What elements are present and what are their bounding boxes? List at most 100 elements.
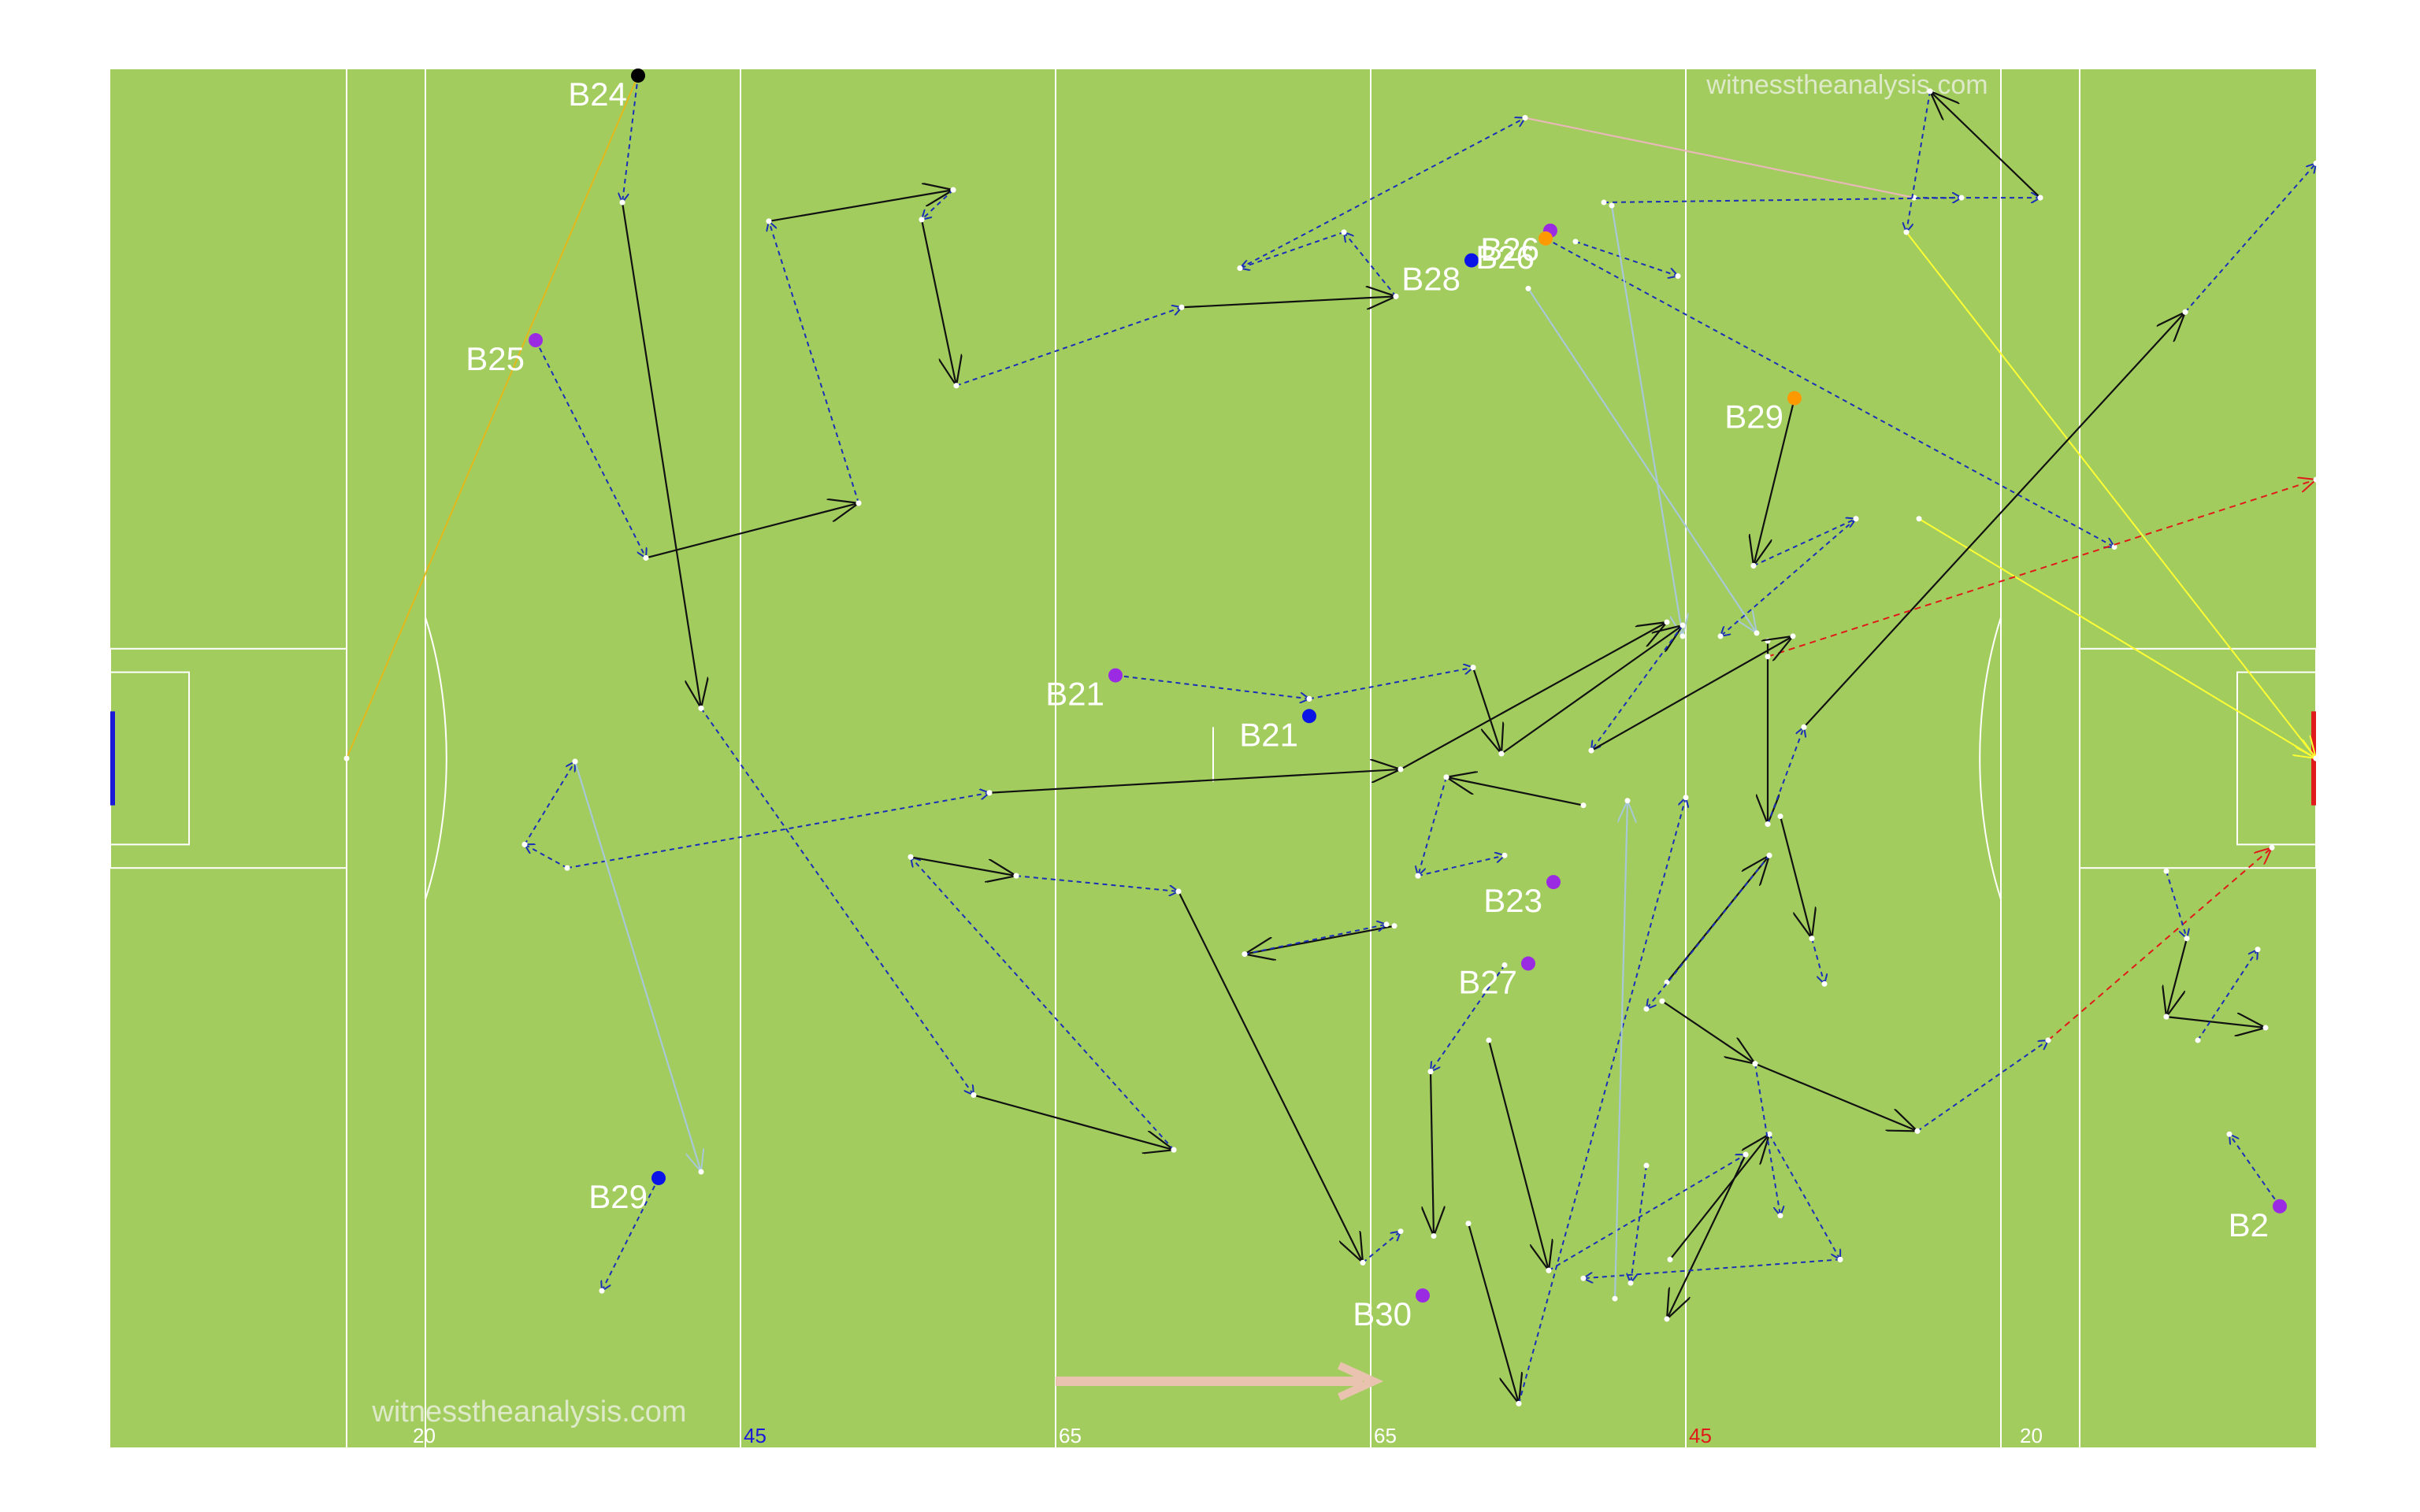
watermark-top: witnesstheanalysis.com <box>1706 70 1988 100</box>
player-marker-label: B2 <box>2229 1206 2269 1243</box>
event-end-dot <box>1680 633 1686 639</box>
event-end-dot <box>599 1288 605 1294</box>
event-pass <box>910 856 1016 876</box>
event-carry <box>1811 938 1824 984</box>
events-layer <box>343 72 2319 1406</box>
event-carry <box>1769 1133 1840 1259</box>
event-start-dot <box>1643 1162 1650 1169</box>
event-end-dot <box>2226 1131 2233 1137</box>
player-marker-label: B29 <box>1724 398 1783 435</box>
event-carry <box>1431 964 1505 1072</box>
yard-label: 20 <box>413 1424 436 1447</box>
player-marker <box>1464 253 1479 268</box>
player-marker <box>651 1170 666 1185</box>
yard-label: 45 <box>1689 1424 1712 1447</box>
event-restart <box>1610 205 1683 636</box>
event-end-dot <box>2269 844 2275 850</box>
event-carry <box>2166 870 2187 939</box>
event-carry <box>1115 674 1309 699</box>
event-start-dot <box>1572 239 1579 245</box>
event-start-dot <box>1397 766 1404 773</box>
event-start-dot <box>698 705 704 711</box>
event-start-dot <box>1415 873 1421 879</box>
player-marker <box>1787 391 1802 406</box>
event-end-dot <box>1754 630 1760 636</box>
event-carry <box>1518 798 1686 1404</box>
event-start-dot <box>1171 1147 1177 1153</box>
event-pass <box>2166 1017 2266 1028</box>
event-carry <box>922 189 954 220</box>
event-carry <box>2197 950 2258 1041</box>
event-end-dot <box>2262 1025 2269 1031</box>
player-marker-label: B24 <box>568 76 627 113</box>
event-carry <box>602 1177 659 1291</box>
player-marker <box>631 68 645 83</box>
event-start-dot <box>1609 202 1615 209</box>
event-start-dot <box>1360 1259 1366 1266</box>
event-end-dot <box>1958 195 1965 201</box>
event-start-dot <box>953 383 959 389</box>
player-marker <box>1108 668 1123 683</box>
event-pass <box>1178 891 1363 1262</box>
event-pass <box>1754 398 1796 566</box>
event-shot-wide <box>2047 847 2272 1041</box>
event-carry <box>1244 925 1386 955</box>
event-kickout <box>346 75 639 759</box>
event-start-dot <box>1237 265 1243 272</box>
event-carry <box>622 75 639 202</box>
event-start-dot <box>1498 750 1505 757</box>
event-start-dot <box>1916 516 1922 522</box>
event-carry <box>1720 517 1857 636</box>
player-marker-label: B27 <box>1458 964 1517 1001</box>
event-end-dot <box>2313 755 2319 762</box>
event-start-dot <box>856 500 862 506</box>
event-carry <box>2184 163 2316 313</box>
event-end-dot <box>1790 633 1796 639</box>
player-marker <box>1521 956 1535 971</box>
event-carry <box>1240 231 1345 269</box>
watermark-bottom: witnesstheanalysis.com <box>371 1395 686 1429</box>
event-start-dot <box>971 1092 977 1099</box>
player-marker <box>1416 1288 1430 1303</box>
event-carry <box>1545 237 2114 547</box>
event-carry <box>1417 855 1505 877</box>
player-marker-label: B29 <box>588 1178 648 1215</box>
event-pass <box>1754 1062 1917 1132</box>
event-start-dot <box>1427 1069 1434 1075</box>
event-shot-point <box>1906 232 2316 758</box>
event-carry <box>769 221 859 504</box>
event-start-dot <box>1546 1267 1552 1273</box>
event-start-dot <box>1443 774 1449 780</box>
player-marker <box>529 333 543 348</box>
event-end-dot <box>698 1169 704 1175</box>
event-pass <box>645 503 859 559</box>
event-end-dot <box>1580 1275 1587 1281</box>
event-pass <box>1779 816 1812 939</box>
yard-label: 65 <box>1374 1424 1397 1447</box>
event-carry <box>1753 519 1856 567</box>
event-start-dot <box>950 187 956 193</box>
event-carry <box>1906 91 1931 232</box>
event-start-dot <box>1765 821 1771 828</box>
event-start-dot <box>1903 229 1910 235</box>
event-carry <box>1646 854 1770 1009</box>
event-start-dot <box>1516 1400 1522 1406</box>
arc-left <box>425 617 447 900</box>
event-start-dot <box>1680 622 1686 628</box>
event-start-dot <box>1853 516 1859 522</box>
event-start-dot <box>1525 285 1531 291</box>
event-start-dot <box>1391 923 1397 929</box>
event-start-dot <box>1501 962 1508 968</box>
event-start-dot <box>572 758 578 765</box>
event-end-dot <box>2313 160 2319 166</box>
event-pass <box>1487 1040 1549 1270</box>
event-start-dot <box>1178 304 1185 310</box>
event-pass <box>1181 296 1396 307</box>
event-start-dot <box>1927 88 1933 94</box>
event-end-dot <box>1383 921 1390 928</box>
event-start-dot <box>1752 1061 1758 1067</box>
event-carry <box>566 793 989 869</box>
event-start-dot <box>1809 936 1815 942</box>
player-marker-label: B28 <box>1401 261 1461 298</box>
